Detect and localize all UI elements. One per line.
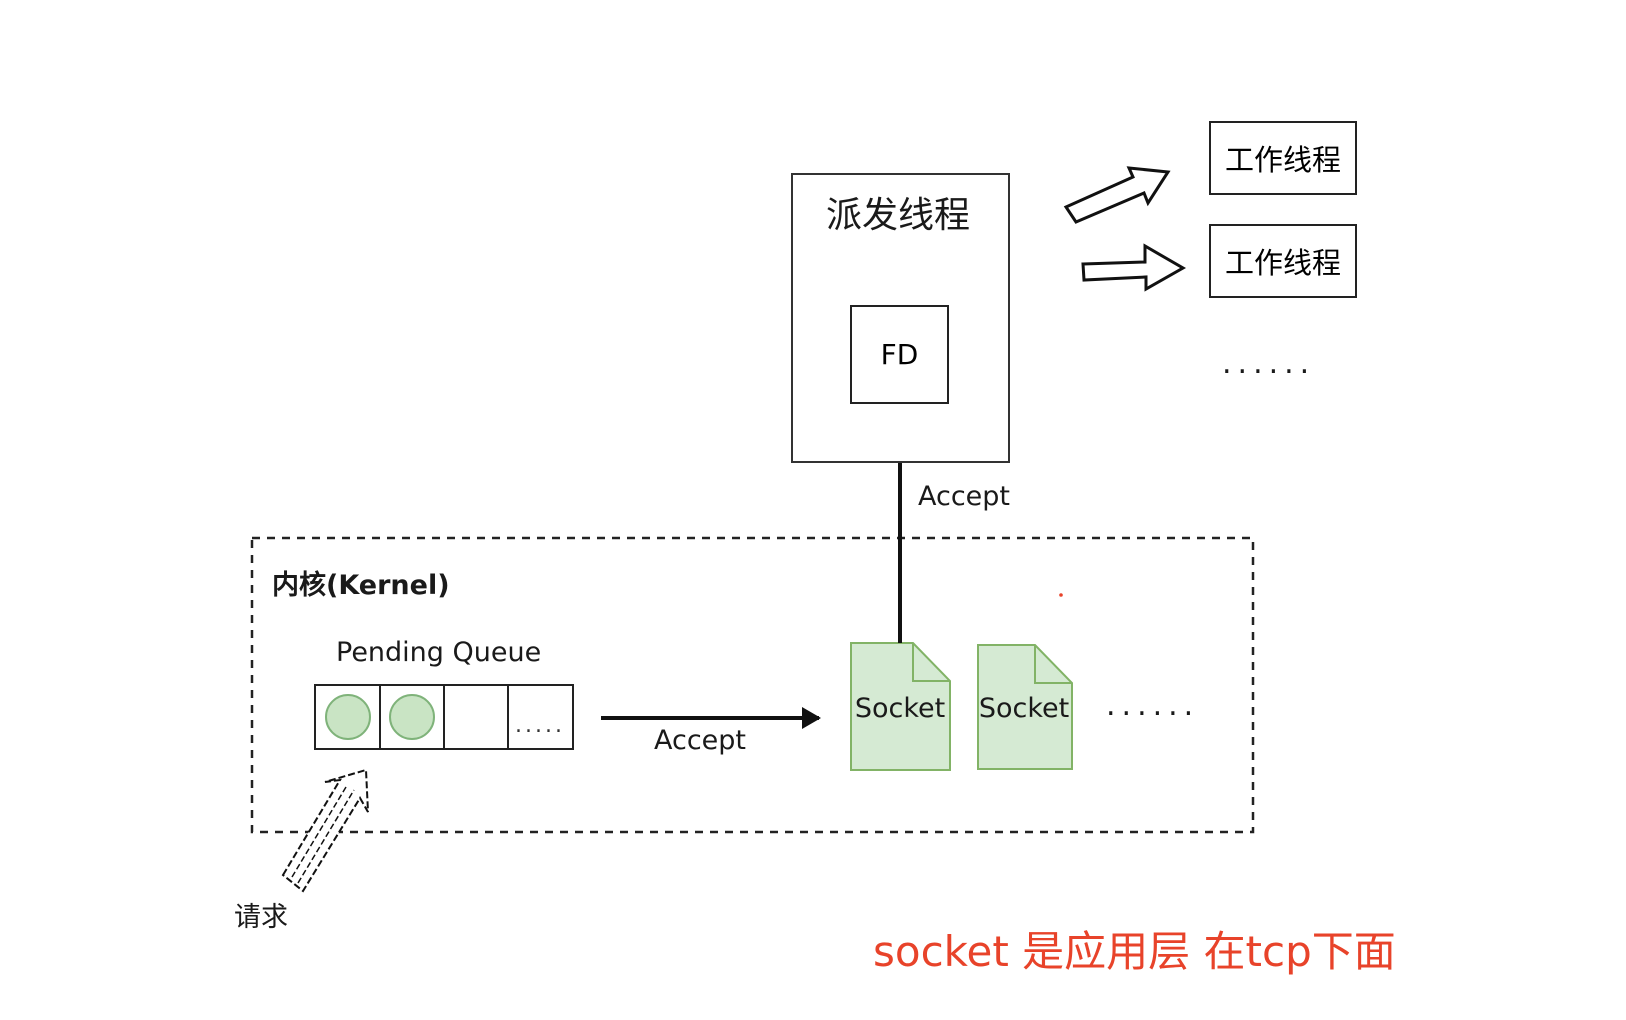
dispatch-thread-title: 派发线程: [826, 195, 971, 236]
socket-document-2: Socket: [977, 644, 1073, 770]
accept-vertical-label: Accept: [918, 481, 1011, 512]
socket-label: Socket: [979, 693, 1069, 724]
worker-thread-label: 工作线程: [1224, 246, 1341, 280]
queued-request-dot: [325, 694, 371, 740]
worker-threads-ellipsis: ......: [1222, 346, 1316, 381]
sockets-ellipsis: ......: [1106, 688, 1200, 723]
request-arrow: [281, 768, 369, 893]
fd-label: FD: [880, 338, 919, 371]
worker-thread-box: 工作线程: [1209, 224, 1357, 298]
dispatch-arrow-upper: [1063, 166, 1171, 224]
worker-thread-label: 工作线程: [1224, 143, 1341, 177]
accept-horizontal-label: Accept: [654, 725, 747, 756]
socket-label: Socket: [855, 693, 945, 724]
queued-request-dot: [389, 694, 435, 740]
pending-queue-label: Pending Queue: [336, 637, 542, 668]
annotation-note: socket 是应用层 在tcp下面: [873, 927, 1396, 976]
kernel-title: 内核(Kernel): [272, 570, 450, 601]
fd-box: FD: [850, 305, 949, 404]
worker-thread-box: 工作线程: [1209, 121, 1357, 195]
pending-queue: .....: [314, 684, 574, 750]
socket-document-1: Socket: [850, 642, 951, 771]
request-label: 请求: [234, 902, 288, 933]
kernel-region: [250, 536, 1255, 834]
queue-ellipsis: .....: [515, 713, 565, 738]
dispatch-arrow-lower: [1081, 243, 1187, 292]
stray-dot: [1059, 593, 1063, 597]
